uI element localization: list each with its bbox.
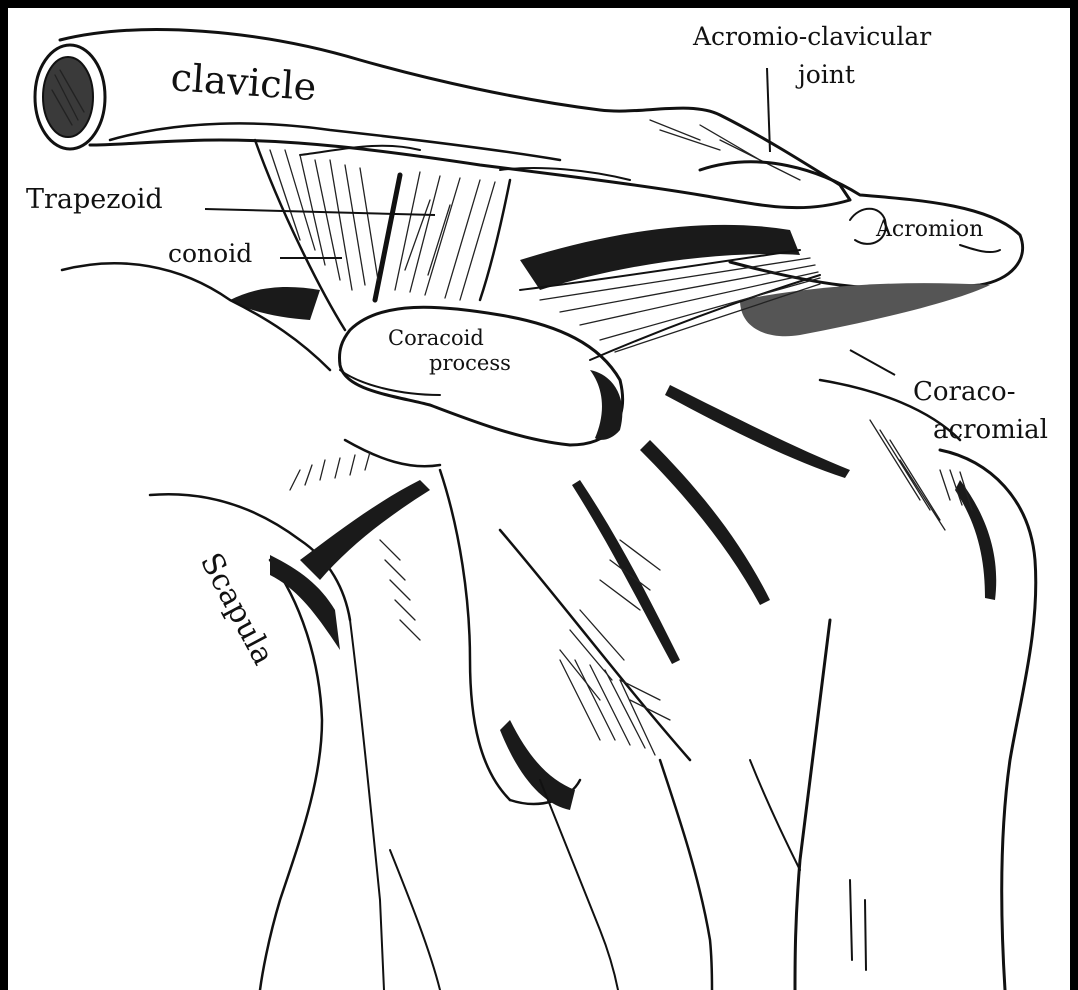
label-joint: joint <box>795 60 855 89</box>
label-acromial: acromial <box>933 415 1048 445</box>
label-conoid: conoid <box>168 239 252 268</box>
humerus-bone <box>350 450 1036 990</box>
label-acromion: Acromion <box>875 217 983 242</box>
label-scapula: Scapula <box>193 547 281 671</box>
shoulder-anatomy-drawing: clavicle Acromio-clavicular joint Trapez… <box>8 8 1070 990</box>
shoulder-muscles <box>290 380 960 810</box>
label-coracoid: Coracoid <box>388 326 484 350</box>
label-process: process <box>429 351 511 375</box>
label-trapezoid: Trapezoid <box>26 184 163 215</box>
supraspinous-shadow <box>230 287 320 320</box>
label-clavicle: clavicle <box>169 55 317 109</box>
acromion-undershadow <box>740 283 990 336</box>
coracoclavicular-shadow <box>520 225 800 290</box>
anatomy-svg: clavicle Acromio-clavicular joint Trapez… <box>8 8 1070 990</box>
clavicle-bone <box>35 30 850 208</box>
label-coraco: Coraco- <box>913 377 1015 407</box>
label-acromio-clavicular: Acromio-clavicular <box>692 22 931 51</box>
